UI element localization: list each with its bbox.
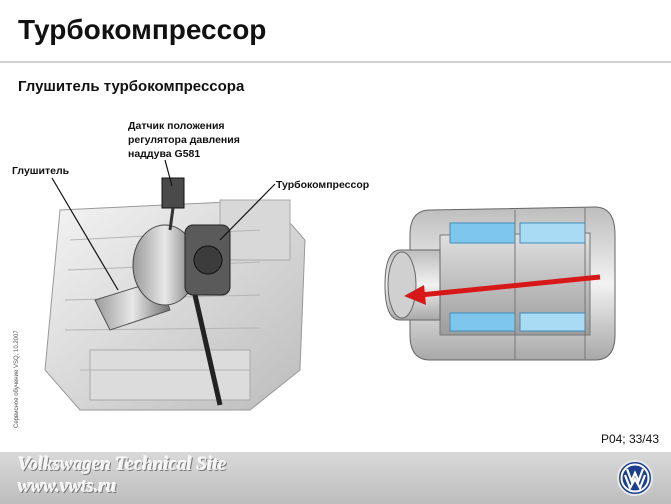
liner-top-left — [449, 222, 516, 244]
liner-top-right — [519, 222, 586, 244]
callout-sensor: Датчик положения регулятора давления над… — [128, 120, 240, 160]
liner-bottom-left — [449, 312, 516, 332]
footer-site-url[interactable]: www.vwts.ru — [18, 476, 117, 497]
liner-bottom-right — [519, 312, 586, 332]
callout-turbo: Турбокомпрессор — [276, 179, 370, 191]
actuator-rod — [192, 294, 223, 406]
slide-title-bar: Турбокомпрессор — [0, 0, 671, 63]
side-credit: Сервисное обучение VSQ, 10.2007 — [14, 330, 20, 428]
footer-banner: Volkswagen Technical Site www.vwts.ru — [0, 452, 671, 504]
leader-lines — [51, 159, 276, 291]
page-title: Турбокомпрессор — [18, 14, 267, 45]
engine-illustration — [44, 177, 306, 411]
vw-logo-icon — [617, 460, 653, 496]
flow-arrow-icon — [404, 285, 426, 305]
callout-muffler: Глушитель — [12, 165, 70, 177]
muffler-cutaway-diagram — [384, 206, 616, 361]
footer-site-name: Volkswagen Technical Site — [18, 454, 227, 475]
engine-lower — [89, 349, 251, 401]
slide-subtitle: Глушитель турбокомпрессора — [18, 78, 245, 95]
page-number: P04; 33/43 — [600, 432, 659, 446]
